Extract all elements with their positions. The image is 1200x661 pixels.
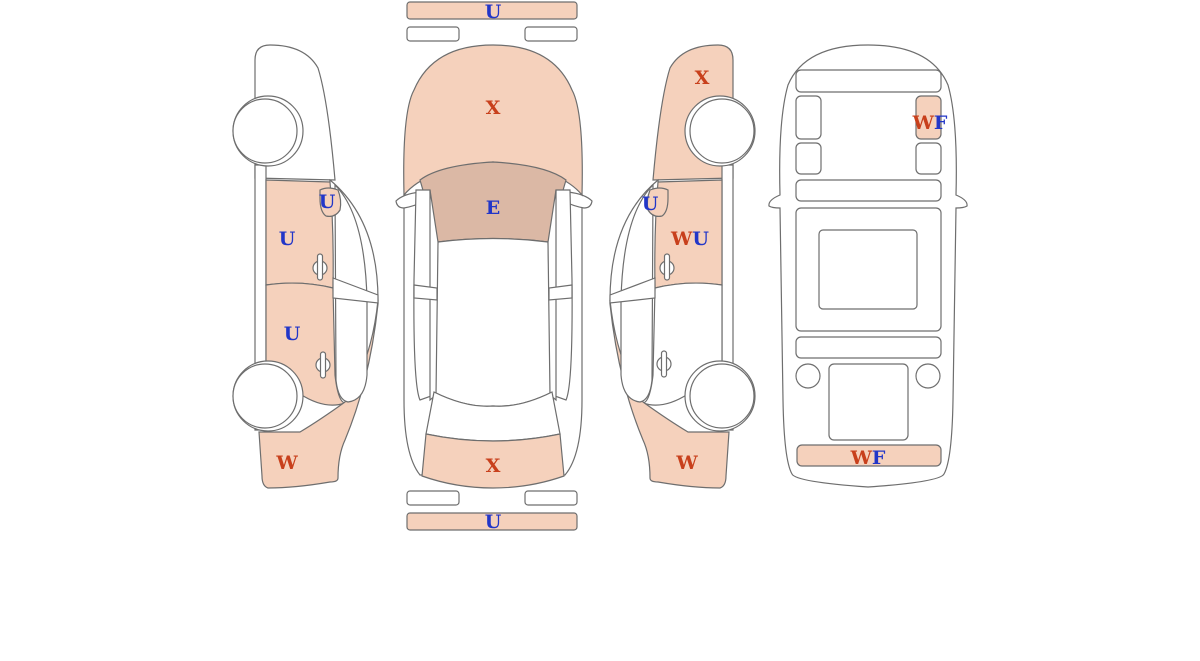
front-left-light — [406, 26, 460, 42]
left-rear-handle — [315, 351, 331, 379]
left-rear-wheel[interactable] — [232, 363, 298, 429]
right-side-view: X U WU W — [609, 44, 756, 489]
right-front-fender-code: X — [695, 67, 710, 89]
right-mirror-code: U — [642, 193, 659, 215]
right-front-door-code: WU — [670, 228, 709, 250]
roof-code: E — [486, 197, 500, 219]
front-right-member-code: WF — [912, 112, 948, 134]
front-cross-member — [795, 69, 942, 93]
front-right-member[interactable] — [915, 95, 942, 140]
rear-left-mount — [795, 363, 821, 389]
front-bumper[interactable] — [406, 1, 578, 20]
rear-end-panel[interactable] — [796, 444, 942, 467]
right-pillar-top — [548, 284, 573, 301]
left-rear-fender-code: W — [275, 452, 298, 474]
left-mirror[interactable] — [319, 187, 342, 217]
hood-code: X — [486, 97, 501, 119]
right-suspension-mount — [915, 142, 942, 175]
right-mirror[interactable] — [646, 187, 669, 217]
rear-left-light — [406, 490, 460, 506]
front-right-member-code-a: W — [912, 112, 935, 134]
trunk[interactable] — [421, 433, 565, 489]
rear-floor — [828, 363, 909, 441]
rear-bumper-code: U — [485, 511, 502, 533]
right-rear-fender-code: W — [675, 452, 698, 474]
right-front-door-code-a: W — [670, 228, 693, 250]
rear-right-light — [524, 490, 578, 506]
front-bumper-code: U — [485, 1, 502, 23]
rear-bumper[interactable] — [406, 512, 578, 531]
right-front-wheel[interactable] — [689, 98, 755, 164]
top-view: U X E X U — [395, 1, 593, 533]
rear-right-mount — [915, 363, 941, 389]
left-front-wheel[interactable] — [232, 98, 298, 164]
left-b-pillar — [332, 277, 379, 304]
underbody-view: WF WF — [768, 44, 968, 488]
left-front-handle — [312, 253, 328, 281]
trunk-code: X — [486, 455, 501, 477]
front-right-member-code-b: F — [934, 112, 948, 134]
left-suspension-mount — [795, 142, 822, 175]
floor-inner — [818, 229, 918, 310]
front-right-light — [524, 26, 578, 42]
right-rear-handle — [656, 350, 672, 378]
rear-end-panel-code-b: F — [872, 447, 886, 469]
right-front-door-code-b: U — [692, 228, 709, 250]
dash-panel — [795, 179, 942, 202]
left-mirror-code: U — [319, 191, 336, 213]
left-pillar-top — [413, 284, 438, 301]
cabin — [433, 237, 553, 407]
rear-cross-member — [795, 336, 942, 359]
front-left-member — [795, 95, 822, 140]
right-rear-wheel[interactable] — [689, 363, 755, 429]
right-front-handle — [659, 253, 675, 281]
rear-end-panel-code: WF — [850, 447, 886, 469]
left-front-door-code: U — [279, 228, 296, 250]
rear-end-panel-code-a: W — [850, 447, 873, 469]
left-side-view: U U U W — [232, 44, 379, 489]
left-rear-door-code: U — [284, 323, 301, 345]
right-mirror-top — [565, 191, 593, 209]
right-b-pillar — [609, 277, 656, 304]
